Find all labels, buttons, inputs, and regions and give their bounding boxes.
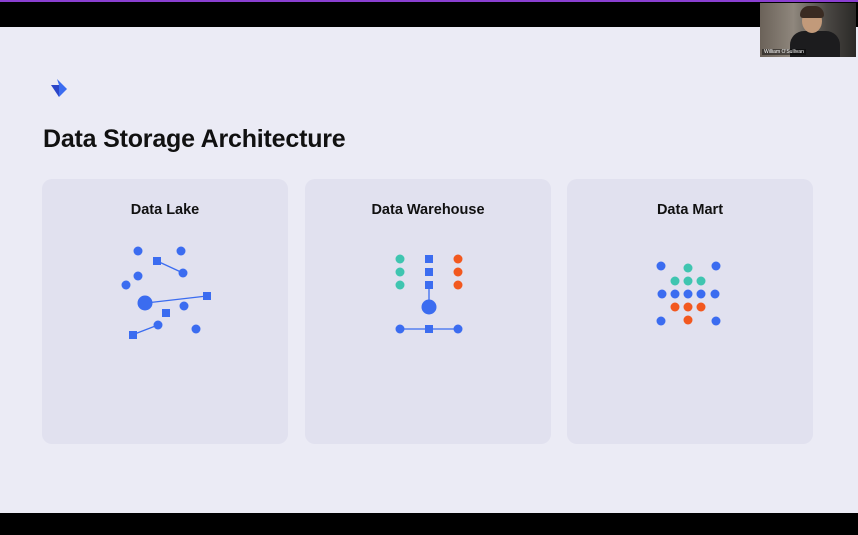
presentation-slide: Data Storage Architecture Data Lake <box>0 27 858 513</box>
data-warehouse-card: Data Warehouse <box>305 179 551 444</box>
data-mart-title: Data Mart <box>656 202 724 218</box>
participant-name-label: William O'Sullivan <box>762 49 806 55</box>
scattered-nodes-diagram-icon <box>121 246 211 339</box>
participant-body <box>790 31 840 57</box>
participant-video-thumbnail[interactable]: William O'Sullivan <box>760 3 856 57</box>
participant-hair <box>800 6 824 18</box>
data-warehouse-title: Data Warehouse <box>371 202 485 218</box>
grid-subset-diagram-icon <box>656 261 721 326</box>
top-black-bar <box>0 2 858 27</box>
data-lake-card: Data Lake <box>42 179 288 444</box>
top-accent-line <box>0 0 858 2</box>
data-lake-title: Data Lake <box>130 202 200 218</box>
data-mart-card: Data Mart <box>567 179 813 444</box>
slide-title: Data Storage Architecture <box>43 125 346 153</box>
bottom-black-bar <box>0 513 858 535</box>
structured-columns-diagram-icon <box>395 254 463 334</box>
chevron-brand-logo-icon <box>51 79 67 97</box>
